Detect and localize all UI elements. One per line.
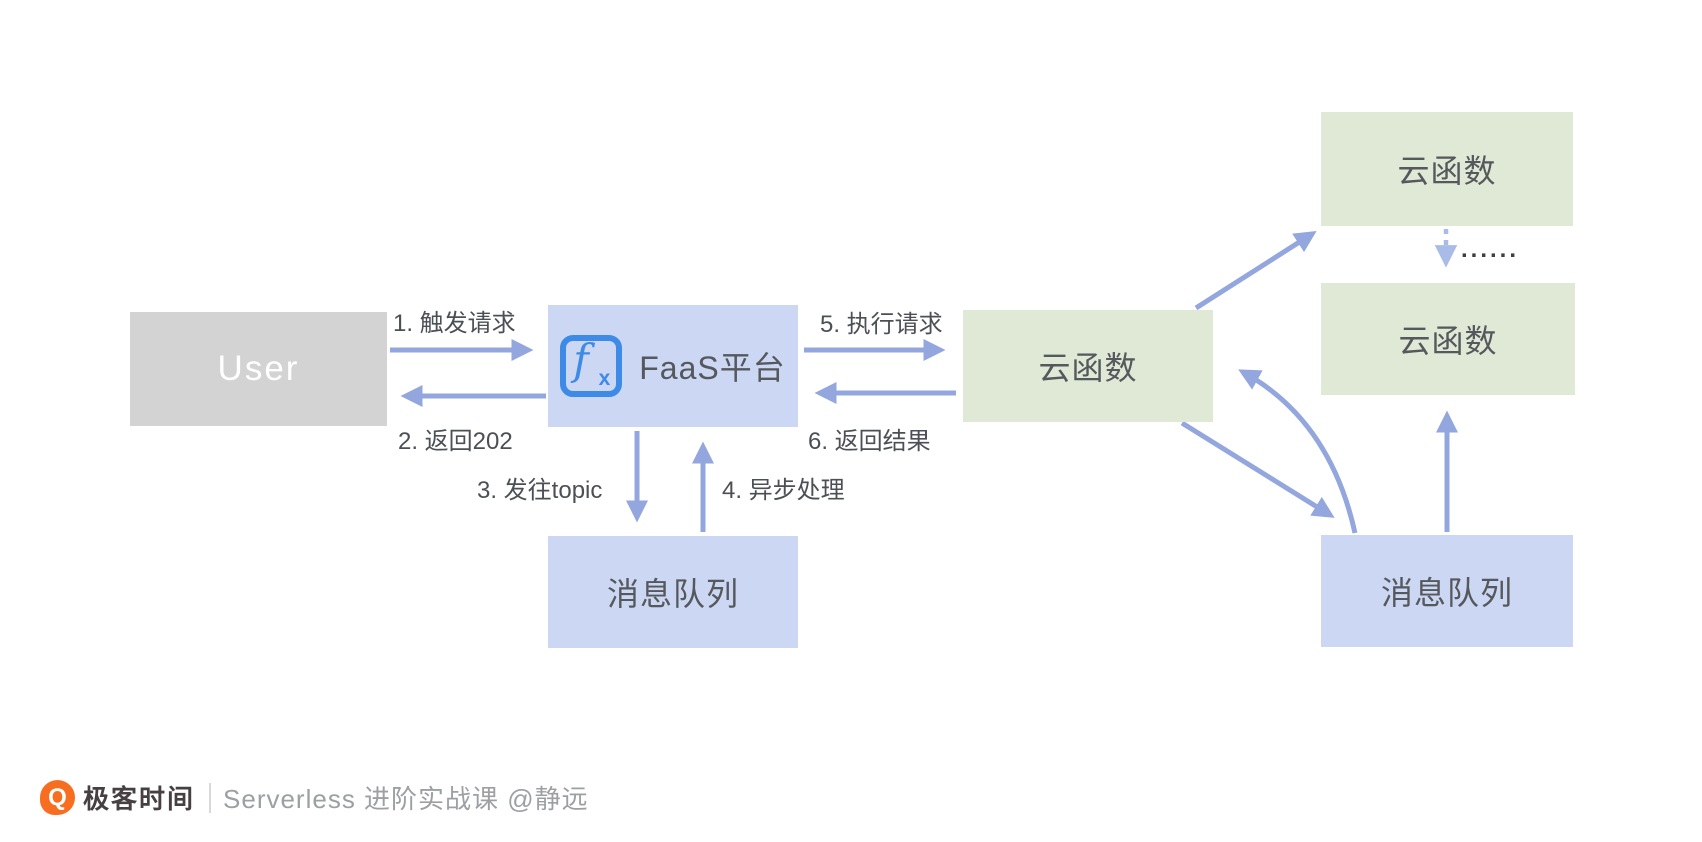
edge-label-step1: 1. 触发请求 xyxy=(393,310,516,337)
node-cloud-function-right-label: 云函数 xyxy=(1398,323,1498,359)
edge-label-step2: 2. 返回202 xyxy=(398,428,513,455)
function-fx-icon: f x xyxy=(560,335,623,397)
arrow-function-to-right-queue xyxy=(1180,420,1335,518)
node-cloud-function-top-label: 云函数 xyxy=(1397,153,1497,189)
footer-brand: 极客时间 xyxy=(83,784,196,814)
arrow-function-to-top-function xyxy=(1194,231,1317,311)
footer: Q 极客时间 Serverless 进阶实战课 @静远 xyxy=(40,779,589,816)
node-message-queue-right-label: 消息队列 xyxy=(1380,575,1513,611)
edge-label-step4: 4. 异步处理 xyxy=(722,477,845,504)
node-user: User xyxy=(130,312,387,426)
geektime-logo-glyph: Q xyxy=(48,783,67,811)
node-cloud-function-mid-label: 云函数 xyxy=(1038,350,1138,386)
node-cloud-function-top: 云函数 xyxy=(1321,112,1573,226)
node-cloud-function-mid: 云函数 xyxy=(963,310,1213,422)
edge-label-ellipsis: ...... xyxy=(1461,236,1520,263)
edge-label-step6: 6. 返回结果 xyxy=(808,428,931,455)
node-cloud-function-right: 云函数 xyxy=(1321,283,1575,395)
footer-divider-bar xyxy=(209,782,212,813)
faas-content: f x FaaS平台 xyxy=(560,335,786,397)
edge-label-step5: 5. 执行请求 xyxy=(820,311,943,338)
fx-icon-x-glyph: x xyxy=(598,367,612,390)
geektime-logo-icon: Q xyxy=(40,780,75,815)
node-message-queue-left: 消息队列 xyxy=(548,536,798,648)
node-faas-label: FaaS平台 xyxy=(639,350,786,386)
fx-icon-f-glyph: f xyxy=(573,335,590,384)
edge-label-step3: 3. 发往topic xyxy=(477,477,603,504)
footer-course-title: Serverless 进阶实战课 @静远 xyxy=(223,784,589,814)
node-faas-platform: f x FaaS平台 xyxy=(548,305,798,427)
node-message-queue-left-label: 消息队列 xyxy=(606,576,739,612)
node-user-label: User xyxy=(217,349,300,388)
arrow-right-queue-to-function-curved xyxy=(1238,369,1358,534)
node-message-queue-right: 消息队列 xyxy=(1321,535,1573,647)
